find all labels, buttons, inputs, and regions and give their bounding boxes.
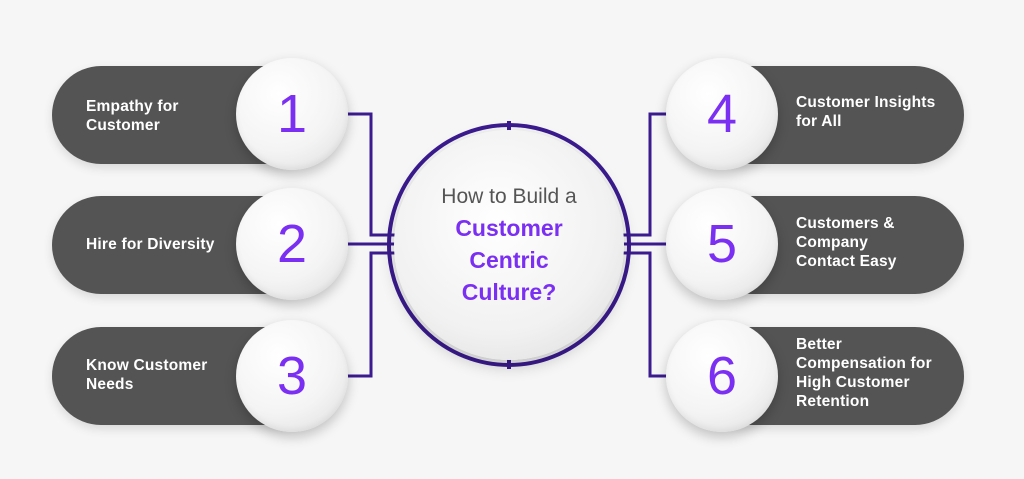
center-title-line-2: Customer — [455, 215, 563, 241]
step-3-number-circle: 3 — [236, 320, 348, 432]
step-2-number: 2 — [276, 214, 308, 274]
step-3-label: Know Customer Needs — [86, 357, 208, 393]
step-6-number: 6 — [706, 346, 738, 406]
step-1-number: 1 — [276, 84, 308, 144]
step-2-number-circle: 2 — [236, 188, 348, 300]
step-5-number: 5 — [706, 214, 738, 274]
step-6-label: Better Compensation for High Customer Re… — [796, 336, 932, 410]
step-1-number-circle: 1 — [236, 58, 348, 170]
center-title-line-3: Centric — [469, 247, 549, 273]
step-3-number: 3 — [276, 346, 308, 406]
step-4-label: Customer Insights for All — [796, 94, 936, 130]
center-title-line-4: Culture? — [461, 279, 557, 305]
step-5-label: Customers & Company Contact Easy — [796, 215, 897, 270]
step-4-number: 4 — [706, 84, 738, 144]
center-title: How to Build a Customer Centric Culture? — [394, 130, 624, 360]
step-2-label: Hire for Diversity — [86, 236, 215, 253]
center-title-line-1: How to Build a — [441, 185, 577, 208]
step-5-number-circle: 5 — [666, 188, 778, 300]
step-6-number-circle: 6 — [666, 320, 778, 432]
step-4-number-circle: 4 — [666, 58, 778, 170]
center-circle — [394, 130, 624, 360]
step-1-label: Empathy for Customer — [86, 98, 179, 134]
